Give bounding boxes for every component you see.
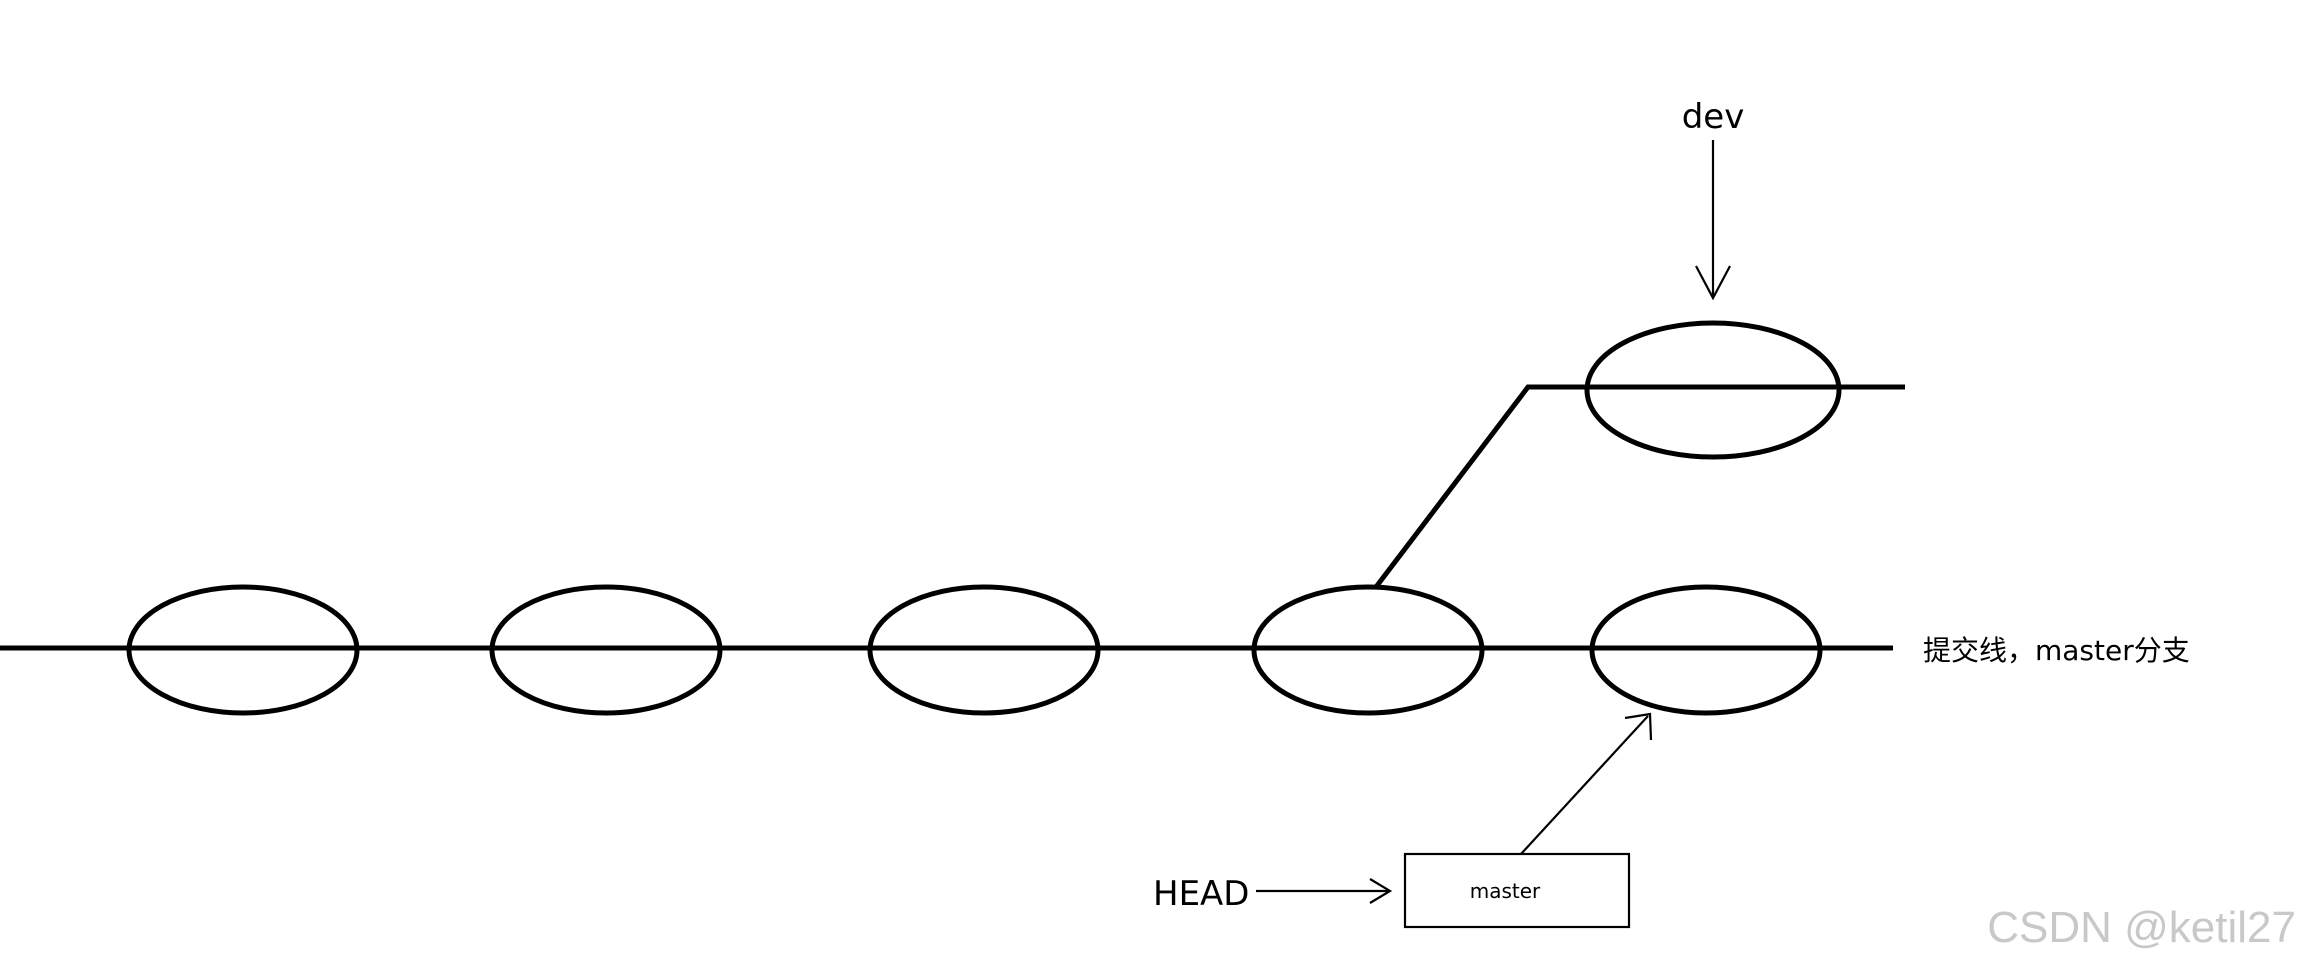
master-commit-node — [1251, 584, 1485, 716]
master-pointer-line — [1520, 715, 1649, 855]
head-pointer-arrowhead — [1369, 878, 1393, 904]
dev-commit-node — [1584, 320, 1842, 460]
csdn-watermark: CSDN @ketil27 — [1987, 903, 2296, 952]
master-commit-node — [126, 584, 360, 716]
dev-branch-line — [1374, 384, 1905, 589]
head-label: HEAD — [1153, 874, 1250, 914]
master-pointer-arrowhead — [1624, 712, 1653, 741]
dev-label: dev — [1682, 97, 1745, 137]
master-commit-node — [489, 584, 723, 716]
master-commit-node — [867, 584, 1101, 716]
master-commit-node — [1589, 584, 1823, 716]
dev-pointer-arrowhead — [1695, 265, 1731, 301]
commit-line-caption: 提交线，master分支 — [1923, 634, 2190, 667]
master-box-label: master — [1470, 879, 1541, 903]
master-branch-box — [1403, 852, 1631, 929]
